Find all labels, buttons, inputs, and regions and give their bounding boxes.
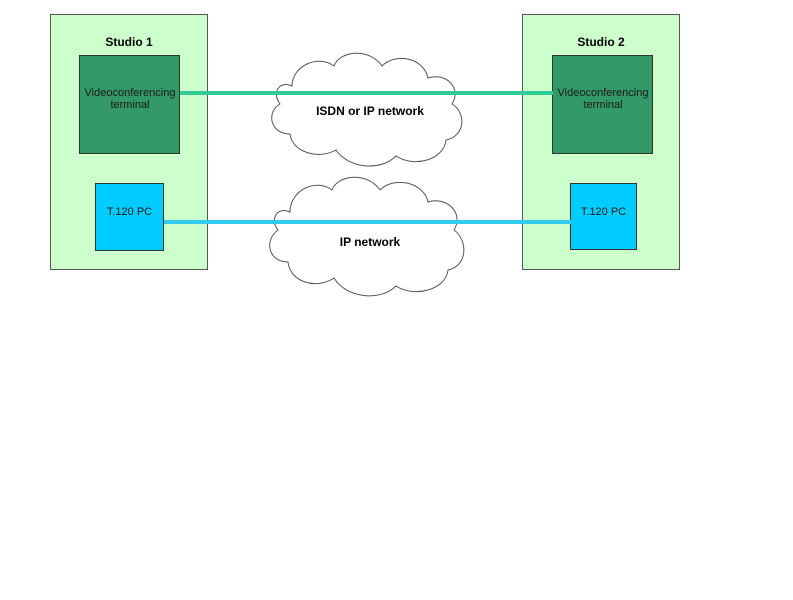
studio-2-pc-label: T.120 PC [580,206,627,218]
studio-2-videoconferencing-label: Videoconferencing terminal [557,87,649,111]
isdn-ip-network-label: ISDN or IP network [316,104,424,118]
studio-1-t120-pc [95,183,164,251]
studio-1-videoconferencing-label: Videoconferencing terminal [84,87,176,111]
studio-1-title: Studio 1 [105,35,153,49]
studio-1-pc-label: T.120 PC [106,206,153,218]
ip-network-cloud [269,176,465,297]
isdn-ip-network-cloud [271,52,463,167]
ip-network-label: IP network [339,235,401,249]
studio-2-title: Studio 2 [577,35,625,49]
studio-2-t120-pc [570,183,637,250]
studio-2-videoconferencing-terminal [552,55,653,154]
studio-1-videoconferencing-terminal [79,55,180,154]
